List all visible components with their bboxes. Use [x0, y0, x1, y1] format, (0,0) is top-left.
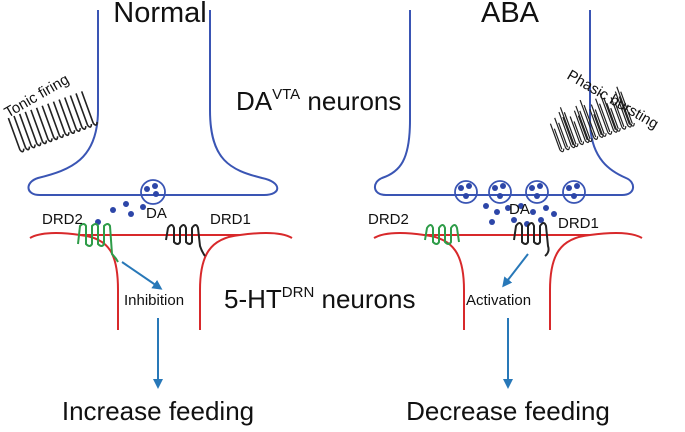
phasic-spike	[595, 98, 613, 135]
drd2-receptor-left	[77, 223, 119, 263]
tonic-spike	[41, 105, 59, 141]
release-site-left	[140, 179, 166, 205]
outcome-label-right: Decrease feeding	[406, 396, 610, 426]
outcome-label-left: Increase feeding	[62, 396, 254, 426]
phasic-spike	[575, 105, 593, 143]
phasic-spike	[610, 97, 627, 130]
drd2-label-right: DRD2	[368, 211, 409, 228]
tonic-spike	[75, 93, 93, 128]
phasic-spike	[579, 99, 599, 140]
tonic-spike	[35, 107, 53, 143]
panel-title-aba: ABA	[481, 0, 540, 29]
phasic-spike	[549, 123, 565, 153]
release-sites-right	[454, 180, 586, 204]
phasic-spike	[569, 116, 585, 146]
vesicle-icon	[95, 183, 159, 225]
da-vta-neurons-label: DAVTA neurons	[236, 86, 401, 116]
vesicle-icon	[458, 183, 580, 227]
drd1-receptor-left	[165, 224, 206, 257]
phasic-spike	[590, 104, 607, 137]
arrow-down-icon	[121, 261, 163, 290]
ht-neuron-membrane-left	[29, 232, 293, 330]
drd1-label-right: DRD1	[558, 215, 599, 232]
drd2-receptor-right	[424, 224, 460, 245]
tonic-spike	[69, 95, 87, 130]
da-neuron-terminal-left	[27, 10, 279, 196]
tonic-spike	[80, 91, 98, 126]
drd1-label-left: DRD1	[210, 211, 251, 228]
da-label-right: DA	[509, 201, 530, 218]
spike-train-icon	[7, 91, 98, 153]
tonic-spike	[64, 97, 81, 132]
da-neuron-terminal-right	[374, 10, 634, 196]
phasic-spike	[559, 107, 579, 148]
tonic-spike	[47, 103, 65, 139]
effect-label-left: Inhibition	[124, 292, 184, 309]
spike-train-icon	[549, 86, 635, 153]
tonic-spike	[7, 117, 25, 153]
da-label-left: DA	[146, 205, 167, 222]
phasic-spike	[606, 102, 621, 132]
tonic-spike	[24, 111, 42, 147]
drd1-receptor-right	[513, 222, 550, 257]
5ht-drn-neurons-label: 5-HTDRN neurons	[224, 284, 415, 314]
tonic-spike	[52, 101, 70, 137]
arrow-down-icon	[502, 253, 529, 288]
phasic-spike	[616, 86, 635, 127]
drd2-label-left: DRD2	[42, 211, 83, 228]
tonic-spike	[18, 113, 36, 149]
tonic-spike	[13, 115, 31, 151]
tonic-spike	[58, 99, 76, 135]
effect-label-right: Activation	[466, 292, 531, 309]
tonic-firing-label: Tonic firing	[2, 71, 73, 122]
ht-neuron-membrane-right	[373, 232, 643, 330]
tonic-spike	[30, 109, 48, 145]
panel-title-normal: Normal	[113, 0, 206, 29]
phasic-spike	[554, 117, 570, 151]
